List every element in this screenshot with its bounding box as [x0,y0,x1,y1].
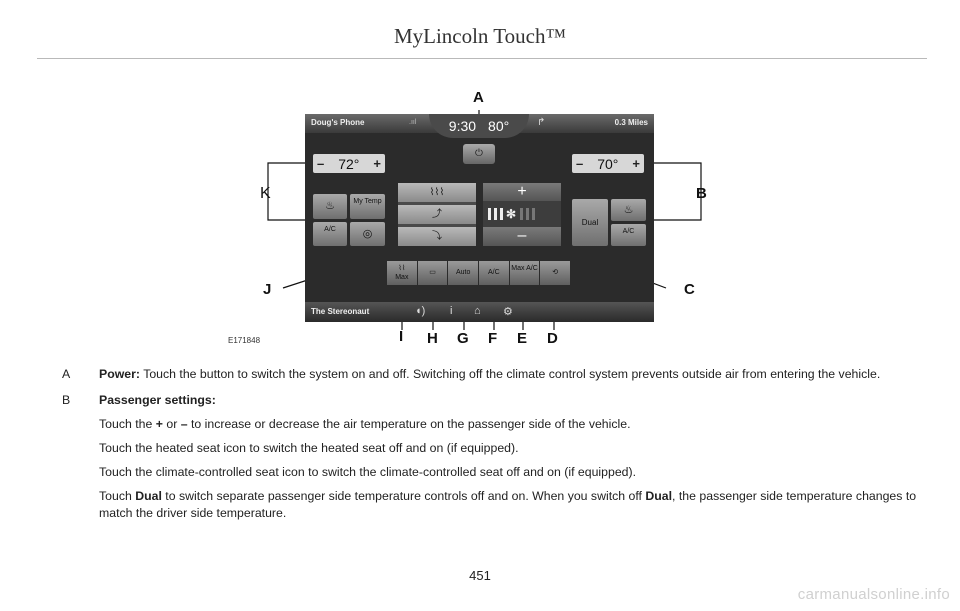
settings-icon[interactable]: ⚙ [503,306,513,318]
driver-temp-plus-button[interactable]: + [373,156,381,171]
heated-seat-icon: ♨ [623,204,634,216]
recirculation-icon: ⟲ [552,269,559,276]
description-list: A Power: Touch the button to switch the … [62,366,932,531]
callout-j: J [263,281,272,298]
signal-icon: .ııl [409,119,417,126]
item-line: Touch Dual to switch separate passenger … [99,489,917,520]
floor-airflow-button[interactable]: ⤵ [398,227,476,246]
media-source: The Stereonaut [311,307,370,316]
callout-a: A [473,89,484,106]
climate-bottom-bar: ⌇⌇ Max ▭ Auto A/C Max A/C ⟲ [387,261,571,285]
passenger-ac-seat-label: A/C [622,228,635,235]
panel-airflow-button[interactable]: ⤴ [398,205,476,224]
dual-button[interactable]: Dual [572,199,608,246]
passenger-temp-plus-button[interactable]: + [632,156,640,171]
item-line: Touch the + or – to increase or decrease… [99,417,631,431]
max-defrost-button[interactable]: ⌇⌇ Max [387,261,417,285]
item-label: A [62,367,71,381]
callout-e: E [517,330,528,347]
home-icon[interactable]: ⌂ [474,305,481,317]
driver-ac-seat-label: A/C [324,226,336,233]
passenger-cooled-seat-button[interactable]: A/C [611,224,646,246]
callout-f: F [488,330,498,347]
callout-b: B [696,185,707,202]
fan-speed-indicator: ✻ [488,207,538,221]
item-text: Touch the button to switch the system on… [140,367,881,381]
callout-i: I [399,328,404,345]
passenger-temp-control: – 70° + [572,154,644,173]
airflow-mode-selector: ⌇⌇⌇ ⤴ ⤵ [398,183,476,246]
fan-icon: ✻ [506,207,517,221]
rear-defrost-icon: ▭ [429,269,436,276]
driver-cooled-seat-button[interactable]: A/C [313,222,347,246]
fan-speed-plus-button[interactable]: + [483,183,561,201]
description-item-a: A Power: Touch the button to switch the … [62,366,932,383]
driver-temp-control: – 72° + [313,154,385,173]
header-rule [37,58,927,59]
driver-temp-minus-button[interactable]: – [317,156,325,171]
watermark: carmanualsonline.info [797,586,950,603]
callout-d: D [547,330,558,347]
navigation-arrow-icon: ↱ [537,117,546,128]
auto-button[interactable]: Auto [448,261,479,285]
figure-id: E171848 [228,336,261,345]
page-header-title: MyLincoln Touch™ [393,24,567,48]
defrost-icon: ⌇⌇⌇ [429,187,445,198]
phone-name: Doug's Phone [311,118,365,127]
info-icon[interactable]: i [450,305,453,317]
driver-temp-value: 72° [338,155,360,172]
my-temp-button[interactable]: My Temp [350,194,385,219]
heated-seat-icon: ♨ [325,200,335,212]
item-line: Touch the climate-controlled seat icon t… [99,465,637,479]
item-heading: Passenger settings: [99,393,216,407]
passenger-heated-seat-button[interactable]: ♨ [611,199,646,221]
passenger-temp-value: 70° [597,155,619,172]
outside-temperature: 80° [488,118,510,134]
clock-display: 9:30 80° [429,114,529,138]
page-number: 451 [469,568,491,583]
power-button[interactable]: ⏻ [463,144,495,164]
item-heading: Power: [99,367,140,381]
callout-c: C [684,281,695,298]
defrost-icon: ⌇⌇ [398,265,406,272]
max-defrost-label: Max [395,274,409,281]
ac-button[interactable]: A/C [479,261,509,285]
power-icon: ⏻ [475,148,483,159]
callout-g: G [457,330,469,347]
floor-vent-icon: ⤵ [432,231,442,242]
voice-icon[interactable]: ◖) [415,305,426,317]
max-ac-button[interactable]: Max A/C [509,261,540,285]
rear-defrost-button[interactable]: ▭ [417,261,448,285]
windshield-airflow-button[interactable]: ⌇⌇⌇ [398,183,476,202]
item-line: Touch the heated seat icon to switch the… [99,441,519,455]
media-bar: The Stereonaut ◖) i ⌂ ⚙ [305,302,654,322]
panel-vent-icon: ⤴ [432,209,442,220]
distance-readout: 0.3 Miles [614,118,648,127]
passenger-temp-minus-button[interactable]: – [576,156,584,171]
steering-wheel-icon: ◎ [362,228,373,240]
item-label: B [62,393,71,407]
recirculation-button[interactable]: ⟲ [540,261,571,285]
climate-control-figure: A K B J C I H G F E D E171848 Doug's Pho… [0,80,960,360]
callout-h: H [427,330,438,347]
fan-speed-minus-button[interactable]: – [483,227,561,246]
callout-k: K [260,185,271,202]
fan-speed-control: + ✻ – [483,183,561,246]
driver-heated-seat-button[interactable]: ♨ [313,194,347,219]
description-item-b: B Passenger settings: Touch the + or – t… [62,392,932,522]
clock-time: 9:30 [448,118,477,134]
steering-wheel-heat-button[interactable]: ◎ [350,222,385,246]
